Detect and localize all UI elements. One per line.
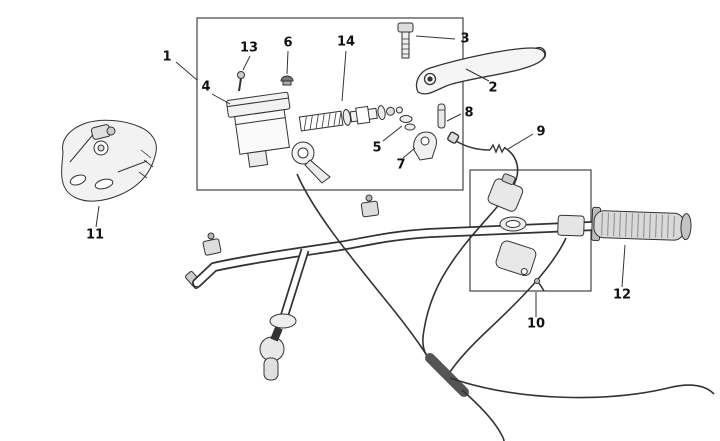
callout-10: 10: [526, 316, 546, 332]
cable-boot: [425, 353, 469, 397]
detail-box-master-cylinder: [196, 17, 464, 191]
cap-6: [280, 75, 294, 86]
callout-9: 9: [536, 124, 546, 140]
cable-spring: [489, 143, 506, 154]
callout-5: 5: [372, 140, 382, 156]
brake-lever-2: [415, 46, 547, 95]
clamp-ring: [291, 141, 331, 184]
leader-lines: [95, 35, 626, 317]
callout-12: 12: [612, 287, 632, 303]
steering-stem: [259, 248, 310, 381]
callout-7: 7: [396, 157, 406, 173]
callout-2: 2: [488, 80, 498, 96]
grip-12: [557, 206, 692, 242]
screw-13: [237, 71, 245, 92]
leader-14: [341, 50, 347, 102]
callout-4: 4: [201, 79, 211, 95]
leader-4: [211, 93, 231, 105]
switch-assembly-10: [487, 173, 545, 292]
throttle-housing: [557, 214, 585, 237]
leader-2: [465, 68, 490, 82]
bar-clamp-left: [202, 232, 222, 256]
leader-5: [382, 125, 403, 142]
cable-adjuster-9: [447, 131, 506, 154]
leader-7: [402, 147, 416, 159]
callout-14: 14: [336, 34, 356, 50]
pivot-bracket-7: [413, 131, 437, 161]
cable-lower-right: [449, 377, 715, 399]
bar-clamp-center: [360, 194, 380, 218]
pivot-pin-8: [437, 103, 446, 129]
brake-hose: [296, 173, 430, 360]
callout-6: 6: [283, 35, 293, 51]
callout-1: 1: [162, 49, 172, 65]
throttle-cable: [449, 237, 567, 373]
leader-12: [621, 244, 626, 288]
housing-part-11: [61, 119, 157, 202]
callout-13: 13: [239, 40, 259, 56]
cable-lower-left: [461, 389, 505, 441]
callout-11: 11: [85, 227, 105, 243]
master-cylinder-4: [226, 91, 291, 168]
leader-6: [286, 50, 289, 75]
leader-1: [175, 61, 198, 81]
leader-11: [95, 205, 100, 228]
brake-cable: [422, 147, 519, 362]
leader-3: [415, 35, 456, 40]
callout-3: 3: [460, 31, 470, 47]
piston-spring-kit-14: [298, 105, 403, 132]
leader-9: [507, 133, 534, 150]
washers-5: [399, 115, 416, 131]
leader-8: [446, 113, 462, 122]
cables: [296, 147, 715, 441]
bolt-3: [397, 22, 414, 59]
callout-8: 8: [464, 105, 474, 121]
leader-13: [242, 55, 251, 71]
handlebar: [184, 194, 598, 381]
